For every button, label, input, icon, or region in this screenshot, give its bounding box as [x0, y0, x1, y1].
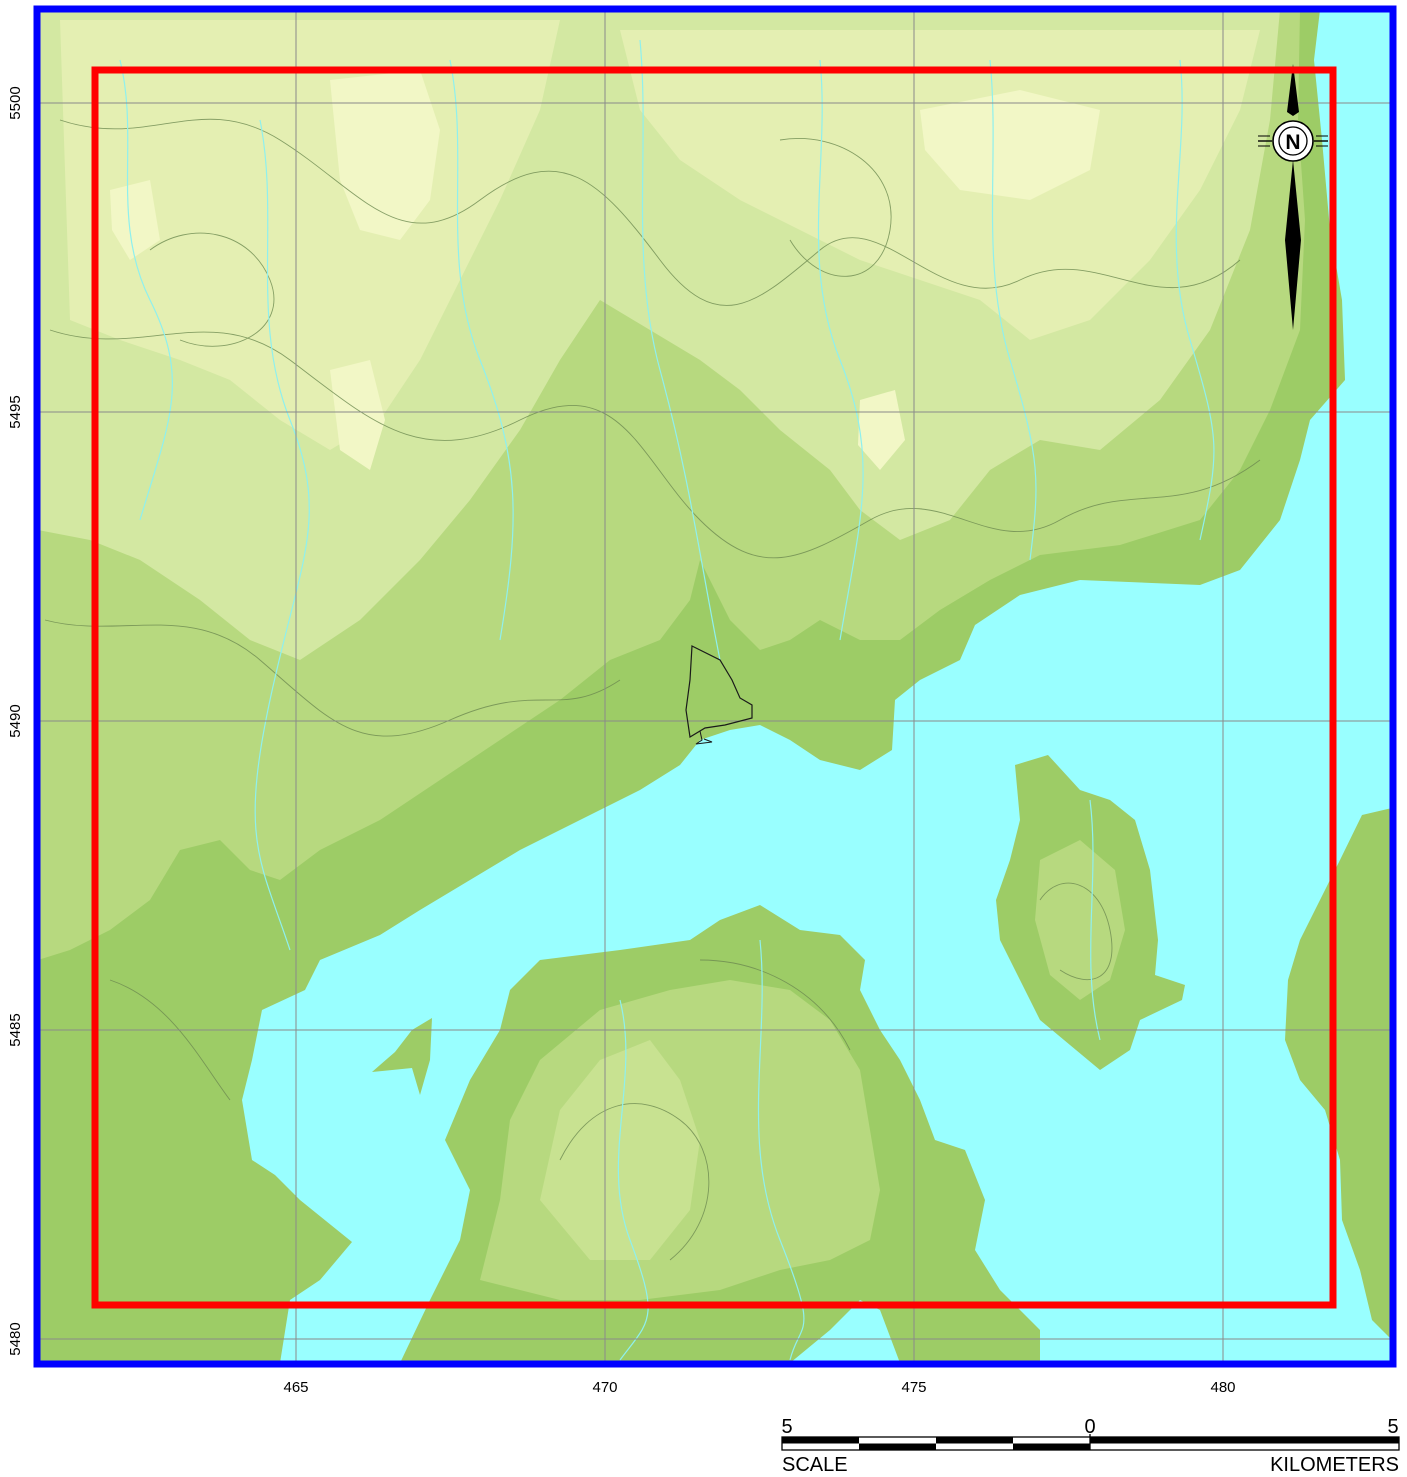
scale-bar-segment	[1090, 1437, 1399, 1444]
y-tick-label: 5500	[7, 86, 24, 119]
scale-label: SCALE	[782, 1454, 848, 1476]
streams	[119, 39, 1215, 1361]
north-arrow-icon: N	[1258, 64, 1328, 330]
scale-right-value: 5	[1387, 1416, 1398, 1438]
scale-bar-segment	[782, 1437, 859, 1444]
x-tick-label: 475	[901, 1379, 926, 1396]
y-axis-labels: 5500 5495 5490 5485 5480	[7, 86, 24, 1355]
y-tick-label: 5495	[7, 395, 24, 428]
eastern-shore	[1285, 808, 1392, 1340]
site-jetty	[695, 730, 713, 745]
mainland-summit	[858, 390, 905, 470]
peninsula-high-elevation	[540, 1040, 700, 1260]
scale-bar-segment	[1013, 1443, 1090, 1450]
east-island-high	[1035, 840, 1125, 1000]
scale-units-label: KILOMETERS	[1270, 1454, 1399, 1476]
contour-lines	[44, 118, 1261, 1261]
y-tick-label: 5485	[7, 1013, 24, 1046]
mainland-peak-area	[620, 30, 1260, 340]
study-area-boundary	[91, 66, 1337, 1309]
small-islet	[372, 1018, 432, 1095]
mainland-summit	[330, 70, 440, 240]
x-tick-label: 470	[592, 1379, 617, 1396]
mainland-summit	[920, 90, 1100, 200]
scale-bar: 5 0 5 SCALE KILOMETERS	[781, 1416, 1400, 1476]
outer-map-frame	[33, 5, 1397, 1368]
mainland-summit	[330, 360, 385, 470]
scale-bar-segment	[859, 1443, 936, 1450]
site-outline	[685, 645, 753, 738]
coordinate-grid	[38, 10, 1392, 1363]
scale-center-value: 0	[1084, 1416, 1095, 1438]
scale-bar-segment	[936, 1437, 1013, 1444]
mainland-summit	[110, 180, 160, 260]
x-tick-label: 480	[1210, 1379, 1235, 1396]
y-tick-label: 5490	[7, 704, 24, 737]
x-tick-label: 465	[283, 1379, 308, 1396]
y-tick-label: 5480	[7, 1322, 24, 1355]
map-canvas: N	[38, 10, 1392, 1363]
x-axis-labels: 465 470 475 480	[283, 1379, 1235, 1396]
scale-left-value: 5	[781, 1416, 792, 1438]
north-arrow-letter: N	[1285, 131, 1300, 154]
